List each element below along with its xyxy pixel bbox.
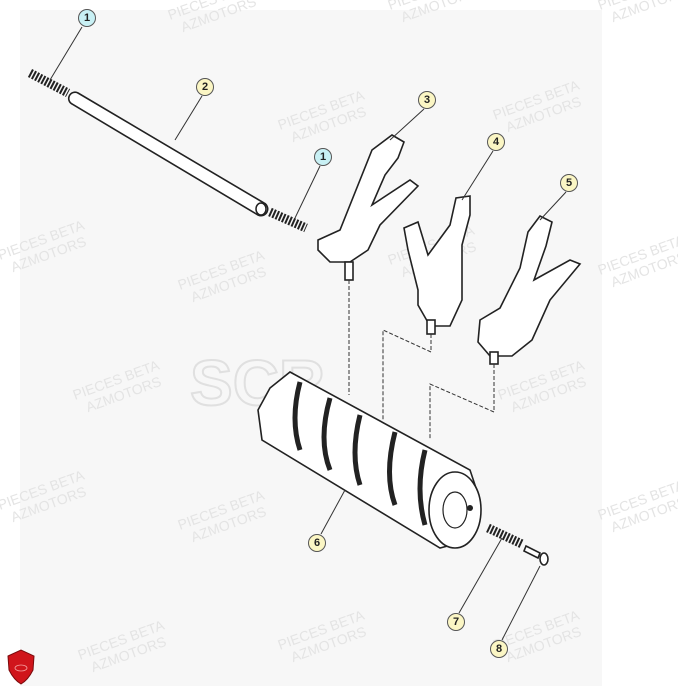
spring-left <box>27 69 71 97</box>
callout-circle <box>490 640 508 658</box>
drum-spring <box>486 523 524 549</box>
callout-number: 7 <box>453 616 459 628</box>
callout-number: 8 <box>496 643 502 655</box>
callout-number: 2 <box>202 81 208 93</box>
callout-number: 1 <box>84 12 90 24</box>
shift-fork-5 <box>477 214 582 365</box>
callout-5-shift-fork[interactable]: 5 <box>560 174 578 192</box>
callout-circle <box>196 78 214 96</box>
fork4-pin-path <box>382 329 432 420</box>
leader-lines <box>49 26 567 641</box>
callout-6-shift-drum[interactable]: 6 <box>308 534 326 552</box>
callout-circle <box>447 613 465 631</box>
callout-3-shift-fork[interactable]: 3 <box>418 91 436 109</box>
callout-circle <box>560 174 578 192</box>
spring-right <box>268 207 308 233</box>
callout-circle <box>314 148 332 166</box>
callout-number: 3 <box>424 94 430 106</box>
callout-number: 1 <box>320 151 326 163</box>
callout-number: 4 <box>493 136 500 148</box>
callout-circle <box>487 133 505 151</box>
callout-7-spring[interactable]: 7 <box>447 613 465 631</box>
shift-drum <box>257 371 482 549</box>
fork5-pin-path <box>429 364 495 440</box>
callout-1-spring[interactable]: 1 <box>78 9 96 27</box>
shift-shaft <box>67 91 269 217</box>
callout-2-shaft[interactable]: 2 <box>196 78 214 96</box>
callout-circle <box>78 9 96 27</box>
callout-number: 5 <box>566 177 572 189</box>
pin <box>522 544 549 566</box>
callout-4-shift-fork[interactable]: 4 <box>487 133 505 151</box>
callouts: 1 2 1 3 4 5 6 7 8 <box>78 9 578 658</box>
callout-1-spring[interactable]: 1 <box>314 148 332 166</box>
callout-circle <box>308 534 326 552</box>
azmotors-logo <box>7 649 35 685</box>
callout-8-pin[interactable]: 8 <box>490 640 508 658</box>
callout-circle <box>418 91 436 109</box>
callout-number: 6 <box>314 537 320 549</box>
shift-fork-4 <box>403 195 471 335</box>
